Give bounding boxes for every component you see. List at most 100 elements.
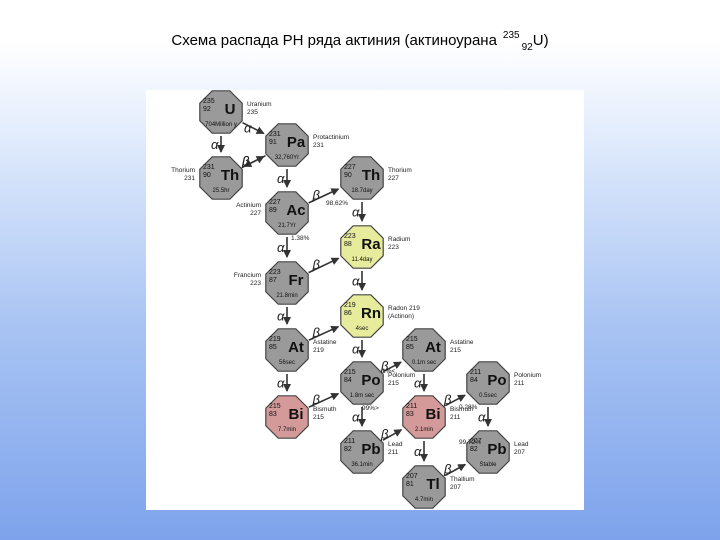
element-symbol: At [425,339,441,356]
atomic-number: 82 [344,446,352,453]
branch-percentage: 99%> [362,405,379,412]
nuclide-octagon [199,90,243,134]
element-symbol: Pb [487,441,506,458]
beta-label: β [312,325,321,340]
element-mass-label: 227 [250,210,261,217]
nuclide-octagon [402,395,446,439]
mass-number: 231 [203,164,215,171]
alpha-label: α [277,309,285,324]
mass-number: 215 [269,403,281,410]
half-life: Stable [479,462,497,468]
title-text: Схема распада РН ряда актиния (актиноура… [171,32,497,49]
atomic-number: 84 [344,377,352,384]
atomic-number: 92 [203,106,211,113]
element-mass-label: 215 [313,414,324,421]
element-mass-label: 223 [250,280,261,287]
nuclide-octagon [265,395,309,439]
atomic-number: 85 [406,344,414,351]
nuclide-octagon [265,123,309,167]
element-name: Thallium [450,476,475,483]
alpha-label: α [414,376,422,391]
element-mass-label: 219 [313,347,324,354]
atomic-number: 82 [470,446,478,453]
element-name: Bismuth [450,406,474,413]
element-symbol: Tl [426,476,439,493]
element-name: Uranium [247,101,272,108]
alpha-label: α [211,137,219,152]
element-symbol: Th [221,167,239,184]
alpha-label: α [277,240,285,255]
element-symbol: Bi [426,406,441,423]
nuclide-octagon [199,156,243,200]
element-name: Actinium [236,202,261,209]
atomic-number: 87 [269,277,277,284]
element-mass-label: 231 [184,175,195,182]
nuclide-octagon [265,191,309,235]
element-name: Bismuth [313,406,337,413]
element-symbol: Pb [361,441,380,458]
nuclide-octagon [340,156,384,200]
element-symbol: Ra [361,236,381,253]
element-name: Thorium [171,167,195,174]
element-symbol: Ac [286,202,305,219]
element-mass-label: 227 [388,175,399,182]
mass-number: 215 [406,336,418,343]
element-mass-label: 235 [247,109,258,116]
element-mass-label: 215 [388,380,399,387]
element-name: Lead [388,441,403,448]
alpha-label: α [352,274,360,289]
atomic-number: 90 [203,172,211,179]
nuclide-octagon [402,328,446,372]
mass-number: 219 [269,336,281,343]
title-mass-number: 235 [502,30,520,41]
beta-label: β [312,188,321,203]
mass-number: 227 [269,199,281,206]
half-life: 21.8min [276,293,297,299]
alpha-label: α [277,376,285,391]
slide-title: Схема распада РН ряда актиния (актиноура… [0,30,720,53]
half-life: 2.1min [415,427,433,433]
half-life: 11.4day [352,257,373,263]
title-symbol: U) [532,32,549,49]
branch-percentage: 0.28% [459,404,478,411]
beta-decay-arrow [308,188,340,204]
alpha-label: α [352,342,360,357]
beta-decay-arrow [308,325,340,341]
element-symbol: Po [487,372,506,389]
title-atomic-number: 92 [521,42,533,53]
nuclide-octagon [340,430,384,474]
mass-number: 211 [470,369,481,376]
element-mass-label: 231 [313,142,324,149]
half-life: 25.5hr [212,188,229,194]
half-life: 0.1m sec [412,360,436,366]
beta-label: β [443,392,452,407]
element-symbol: Rn [361,305,381,322]
mass-number: 235 [203,98,215,105]
alpha-label: α [414,444,422,459]
mass-number: 207 [406,473,418,480]
atomic-number: 84 [470,377,478,384]
half-life: 7.7min [278,427,296,433]
element-name: Polonium [388,372,415,379]
beta-label: β [312,257,321,272]
element-mass-label: 211 [450,414,461,421]
beta-label: β [443,462,452,477]
atomic-number: 90 [344,172,352,179]
nuclide-octagon [466,361,510,405]
half-life: 36.1min [351,462,372,468]
element-symbol: U [225,101,236,118]
beta-label: β [241,154,250,169]
half-life: 4.7min [415,497,433,503]
alpha-label: α [277,171,285,186]
